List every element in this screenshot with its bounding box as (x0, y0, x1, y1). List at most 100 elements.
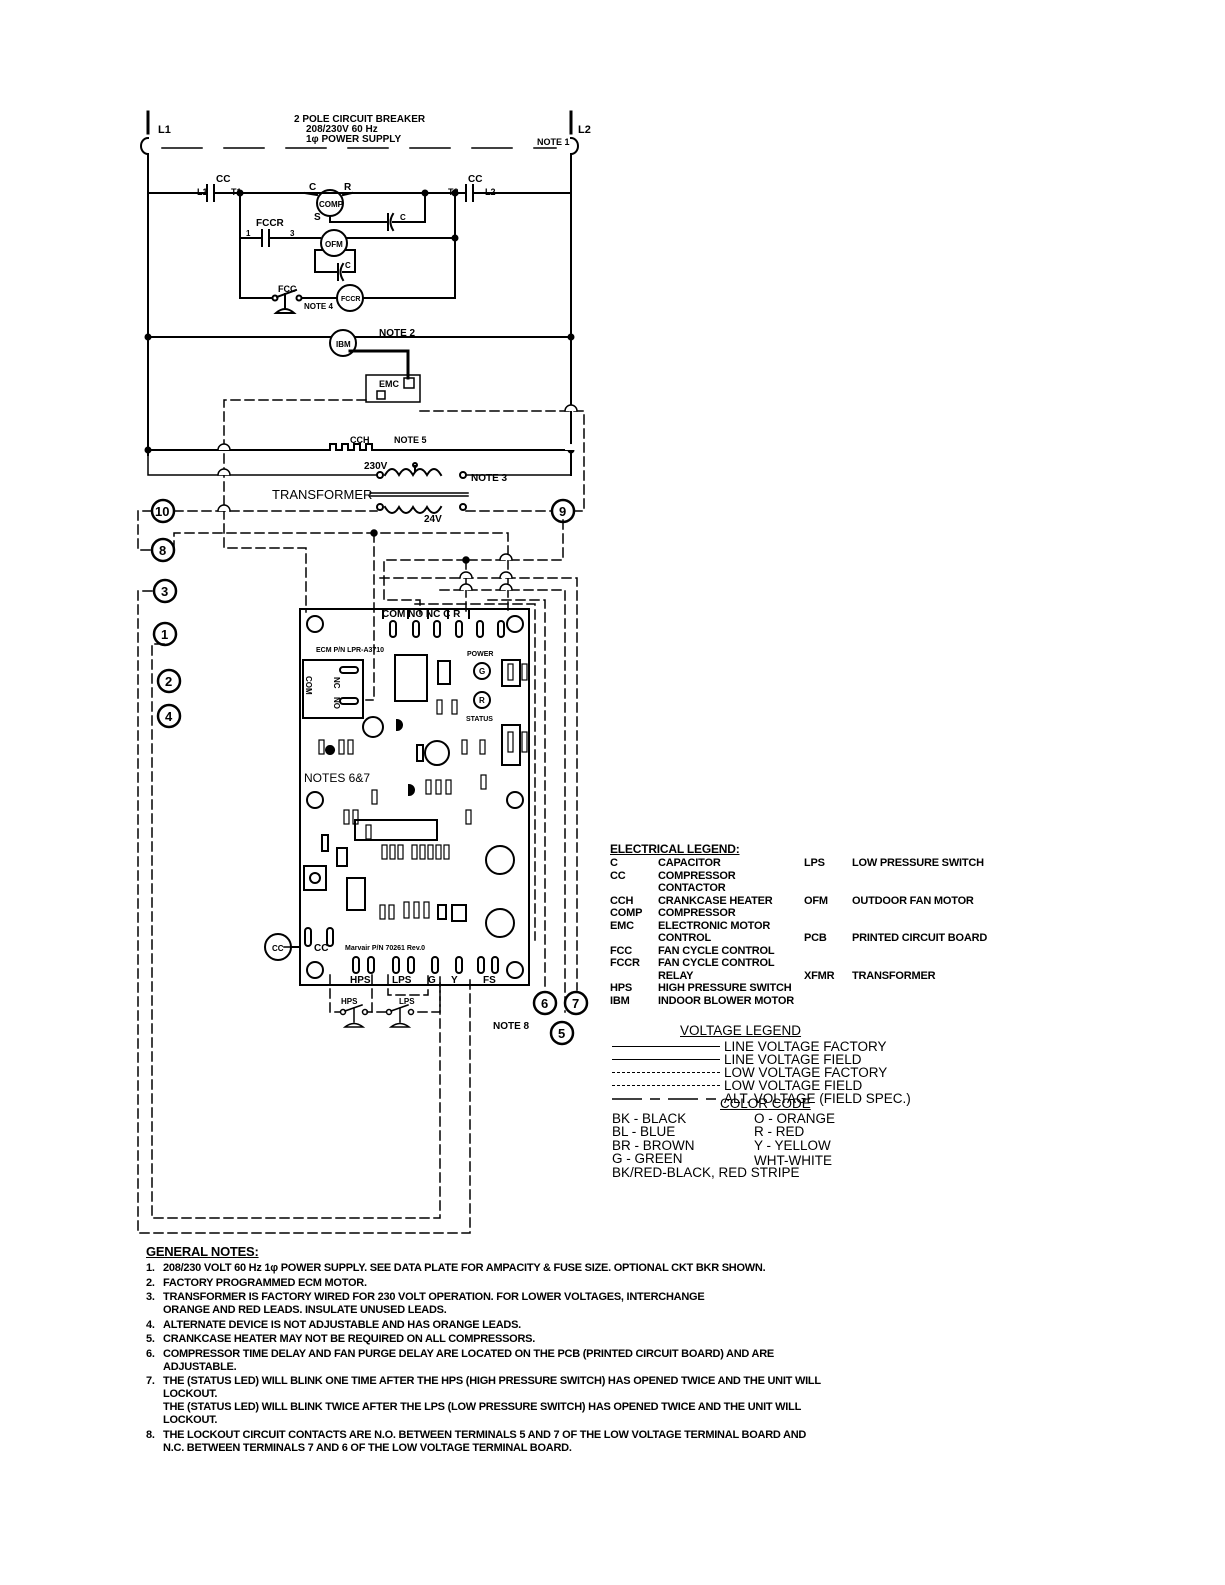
note-number: 6. (146, 1347, 155, 1360)
line-sample-dashed (612, 1072, 720, 1073)
legend-row: IBM INDOOR BLOWER MOTOR (610, 995, 798, 1008)
legend-code: FCCR (610, 957, 640, 969)
terminal-9-label: 9 (559, 504, 566, 519)
color-entry: R - RED (754, 1124, 805, 1140)
terminal-8-label: 8 (159, 543, 166, 558)
legend-code: C (610, 857, 618, 869)
note-line: ALTERNATE DEVICE IS NOT ADJUSTABLE AND H… (163, 1318, 521, 1331)
marvair-label: Marvair P/N 70261 Rev.0 (345, 945, 425, 952)
relay-nc-label: NC (332, 677, 341, 689)
voltage-legend-title: VOLTAGE LEGEND (680, 1023, 802, 1038)
legend-code: EMC (610, 919, 634, 932)
legend-code: IBM (610, 994, 630, 1007)
l2-small-label: L2 (485, 187, 496, 197)
note8-label: NOTE 8 (493, 1021, 530, 1032)
legend-code: CCH (610, 894, 634, 907)
compressor-circuit (147, 184, 572, 314)
note-number: 3. (146, 1291, 155, 1303)
legend-row: CCH CRANKCASE HEATER (610, 895, 798, 908)
diagram-labels: L1 L2 2 POLE CIRCUIT BREAKER 208/230V 60… (155, 114, 591, 1041)
cap2-label: C (345, 261, 351, 270)
legend-code: LPS (804, 857, 825, 869)
l1-small-label: L1 (197, 187, 208, 197)
emc-label: EMC (379, 379, 400, 389)
relay-no-label: NO (332, 697, 341, 709)
color-entry: WHT-WHITE (754, 1152, 832, 1168)
led-g-label: G (479, 667, 485, 676)
24v-label: 24V (424, 514, 442, 525)
note5-label: NOTE 5 (394, 435, 427, 445)
transformer (147, 454, 572, 514)
fccr-contact-label: FCCR (256, 218, 285, 229)
voltage-row-label: LINE VOLTAGE FACTORY (724, 1039, 887, 1054)
terminal-7-label: 7 (572, 996, 579, 1011)
voltage-row: LINE VOLTAGE FIELD (612, 1052, 911, 1067)
voltage-row: LINE VOLTAGE FACTORY (612, 1039, 911, 1054)
lps-switch-label: LPS (399, 997, 415, 1006)
note-number: 7. (146, 1375, 155, 1387)
cap1-label: C (400, 213, 406, 222)
legend-desc: FAN CYCLE CONTROL (658, 944, 775, 957)
note-line: CRANKCASE HEATER MAY NOT BE REQUIRED ON … (163, 1333, 536, 1345)
voltage-legend: VOLTAGE LEGEND LINE VOLTAGE FACTORY LINE… (612, 1023, 911, 1106)
general-note: 2. FACTORY PROGRAMMED ECM MOTOR. (146, 1277, 846, 1290)
terminal-6-label: 6 (541, 996, 548, 1011)
legend-row: COMP COMPRESSOR (610, 907, 798, 920)
legend-desc: FAN CYCLE CONTROL RELAY (658, 957, 775, 982)
power-supply (140, 110, 579, 456)
legend-code: HPS (610, 982, 633, 994)
note-number: 1. (146, 1262, 155, 1274)
color-code-extra: BK/RED-BLACK, RED STRIPE (612, 1165, 800, 1181)
wire-crossovers (217, 404, 578, 591)
legend-code: COMP (610, 907, 643, 919)
note-line: FACTORY PROGRAMMED ECM MOTOR. (163, 1276, 367, 1289)
voltage-row: LOW VOLTAGE FIELD (612, 1078, 911, 1093)
t2-label: T2 (448, 187, 459, 197)
voltage-row: ALT. VOLTAGE (FIELD SPEC.) (612, 1091, 911, 1106)
general-note: 6.COMPRESSOR TIME DELAY AND FAN PURGE DE… (146, 1348, 846, 1374)
general-note: 3. TRANSFORMER IS FACTORY WIRED FOR 230 V… (146, 1291, 846, 1317)
blower-circuit (144, 329, 575, 403)
comp-label: COMP (319, 200, 344, 209)
pcb-model-label: ECM P/N LPR-A3710 (316, 647, 384, 654)
l1-label: L1 (158, 124, 171, 136)
hps-switch-label: HPS (341, 997, 358, 1006)
fccr-3-label: 3 (290, 229, 295, 238)
pcb-board (299, 608, 530, 986)
cc-coil-label: CC (272, 944, 284, 953)
pcb-top-terminals-label: COM NO NC C R (382, 609, 461, 620)
legend-desc: COMPRESSOR (658, 907, 736, 919)
note-line: TRANSFORMER IS FACTORY WIRED FOR 230 VOL… (163, 1291, 705, 1303)
general-note: 1. 208/230 VOLT 60 Hz 1φ POWER SUPPLY. SE… (146, 1262, 846, 1275)
note-number: 2. (146, 1276, 155, 1289)
legend-code: CC (610, 869, 626, 882)
voltage-row-label: ALT. VOLTAGE (FIELD SPEC.) (724, 1091, 911, 1106)
legend-desc: INDOOR BLOWER MOTOR (658, 994, 794, 1007)
legend-desc: LOW PRESSURE SWITCH (852, 857, 984, 869)
note-line: 208/230 VOLT 60 Hz 1φ POWER SUPPLY. SEE … (163, 1262, 766, 1274)
note-line: THE LOCKOUT CIRCUIT CONTACTS ARE N.O. BE… (163, 1428, 807, 1441)
terminal-1-label: 1 (161, 627, 168, 642)
terminal-circles (150, 498, 589, 1046)
line-sample-dashdot (612, 1085, 720, 1086)
legend-desc: CRANKCASE HEATER (658, 894, 773, 907)
legend-desc: ELECTRONIC MOTOR CONTROL (658, 919, 771, 945)
hps-terminal-label: HPS (350, 975, 371, 986)
voltage-row-label: LOW VOLTAGE FACTORY (724, 1065, 888, 1080)
l2-label: L2 (578, 124, 591, 136)
breaker-label-3: 1φ POWER SUPPLY (306, 134, 401, 145)
voltage-row: LOW VOLTAGE FACTORY (612, 1065, 911, 1080)
color-entry: BK - BLACK (612, 1111, 687, 1126)
legend-code: XFMR (804, 969, 835, 982)
voltage-row-label: LINE VOLTAGE FIELD (724, 1052, 862, 1067)
ofm-label: OFM (325, 240, 343, 249)
note-number: 5. (146, 1333, 155, 1345)
notes-6-7-label: NOTES 6&7 (304, 771, 370, 785)
note2-label: NOTE 2 (379, 328, 416, 339)
